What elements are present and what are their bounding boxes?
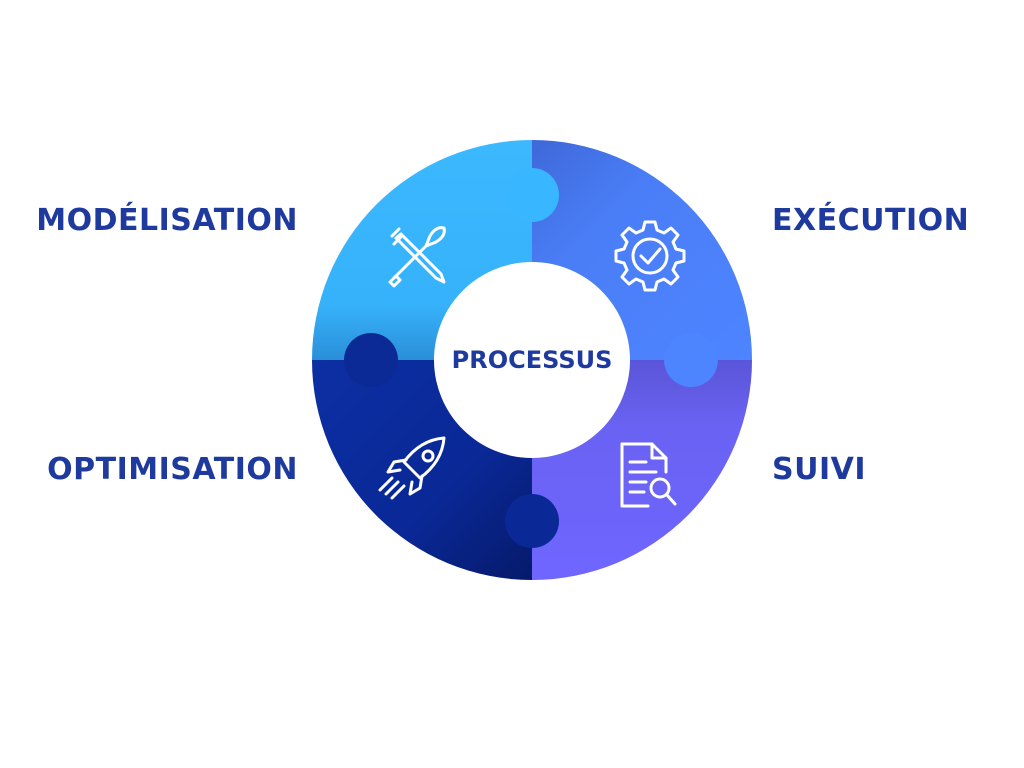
knob-right — [664, 333, 718, 387]
document-search-icon — [620, 442, 677, 508]
rocket-icon — [378, 436, 446, 500]
label-modelisation: MODÉLISATION — [36, 203, 298, 238]
center-label: PROCESSUS — [452, 346, 613, 374]
knob-left — [344, 333, 398, 387]
knob-bottom — [505, 494, 559, 548]
segment-suivi — [532, 360, 752, 580]
knob-top — [505, 168, 559, 222]
label-optimisation: OPTIMISATION — [47, 452, 298, 487]
segment-optimisation — [312, 360, 532, 580]
segment-execution — [532, 140, 752, 360]
pencil-brush-icon — [388, 226, 446, 288]
label-execution: EXÉCUTION — [772, 203, 970, 238]
label-suivi: SUIVI — [772, 452, 867, 487]
gear-check-icon — [614, 220, 686, 292]
center-circle — [435, 263, 629, 457]
